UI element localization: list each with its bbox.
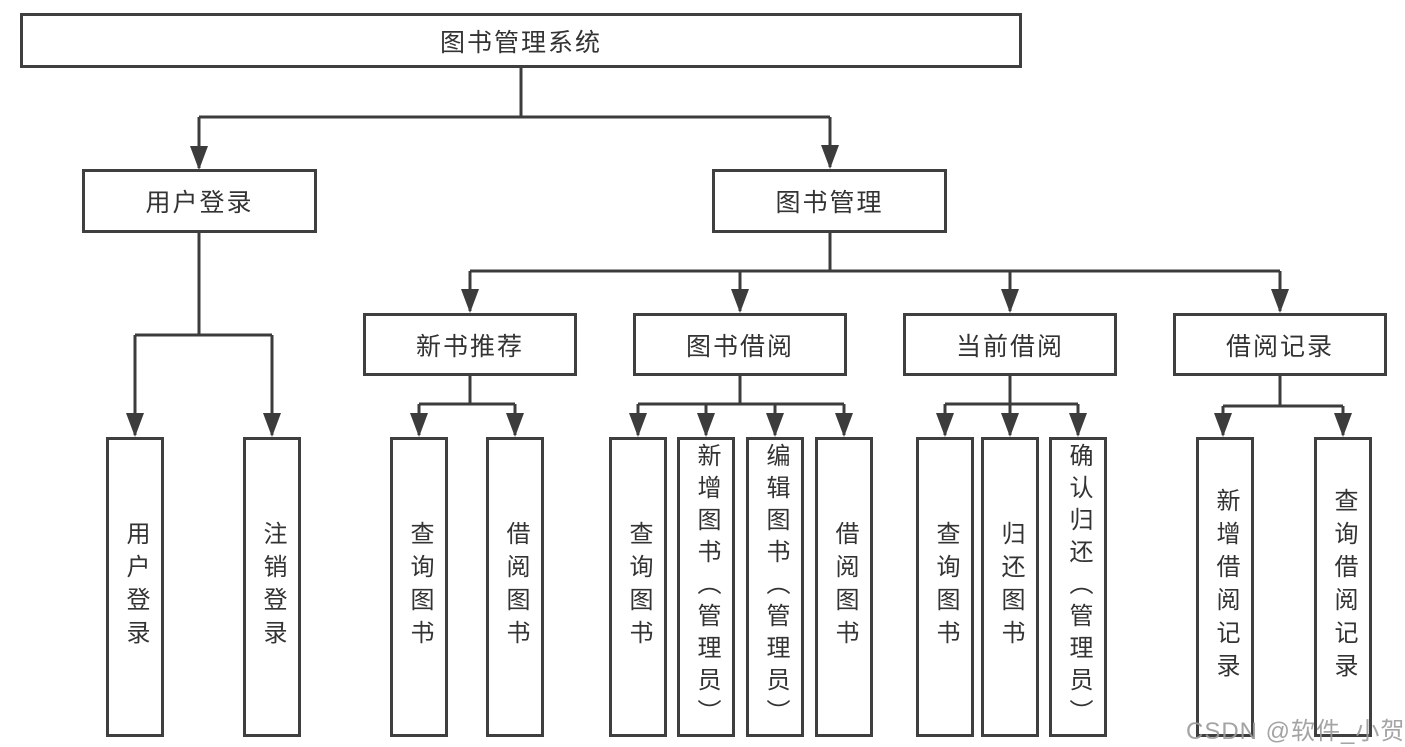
node-label: 借阅记录	[1225, 332, 1334, 361]
node-label: 归还图书	[997, 521, 1024, 653]
node-label: 查询借阅记录	[1330, 488, 1357, 686]
leaf-confirm-return-admin: 确认归还（管理员）	[1049, 437, 1107, 737]
node-label: 编辑图书（管理员）	[762, 443, 789, 731]
leaf-query-books-recommend: 查询图书	[390, 437, 448, 737]
leaf-edit-books-admin: 编辑图书（管理员）	[746, 437, 804, 737]
node-root-system: 图书管理系统	[20, 13, 1022, 68]
leaf-add-books-admin: 新增图书（管理员）	[677, 437, 735, 737]
arrowhead-icons	[126, 145, 1352, 437]
node-label: 查询图书	[406, 521, 433, 653]
node-book-borrow: 图书借阅	[633, 313, 847, 376]
node-label: 图书借阅	[685, 332, 794, 361]
node-label: 借阅图书	[502, 521, 529, 653]
node-current-borrow: 当前借阅	[903, 313, 1117, 376]
node-label: 图书管理	[775, 189, 884, 217]
node-label: 注销登录	[259, 521, 286, 653]
leaf-borrow-books-recommend: 借阅图书	[486, 437, 544, 737]
leaf-query-borrow-record: 查询借阅记录	[1314, 437, 1372, 737]
node-book-management: 图书管理	[712, 169, 947, 233]
leaf-return-books: 归还图书	[981, 437, 1039, 737]
node-label: 新增借阅记录	[1212, 488, 1239, 686]
node-label: 新书推荐	[415, 332, 524, 361]
leaf-query-books-borrow: 查询图书	[609, 437, 667, 737]
node-borrow-records: 借阅记录	[1173, 313, 1387, 376]
node-label: 用户登录	[145, 189, 254, 217]
node-label: 新增图书（管理员）	[693, 443, 720, 731]
node-label: 借阅图书	[831, 521, 858, 653]
csdn-watermark: CSDN @软件_小贺同学	[1186, 718, 1405, 745]
node-new-book-recommend: 新书推荐	[363, 313, 577, 376]
node-user-login: 用户登录	[82, 169, 317, 233]
leaf-user-login: 用户登录	[106, 437, 164, 737]
leaf-logout: 注销登录	[243, 437, 301, 737]
leaf-query-books-current: 查询图书	[916, 437, 974, 737]
leaf-add-borrow-record: 新增借阅记录	[1196, 437, 1254, 737]
node-label: 查询图书	[932, 521, 959, 653]
node-label: 查询图书	[625, 521, 652, 653]
node-label: 图书管理系统	[439, 28, 602, 57]
node-label: 当前借阅	[955, 332, 1064, 361]
node-label: 确认归还（管理员）	[1065, 443, 1092, 731]
node-label: 用户登录	[122, 521, 149, 653]
leaf-borrow-books: 借阅图书	[815, 437, 873, 737]
